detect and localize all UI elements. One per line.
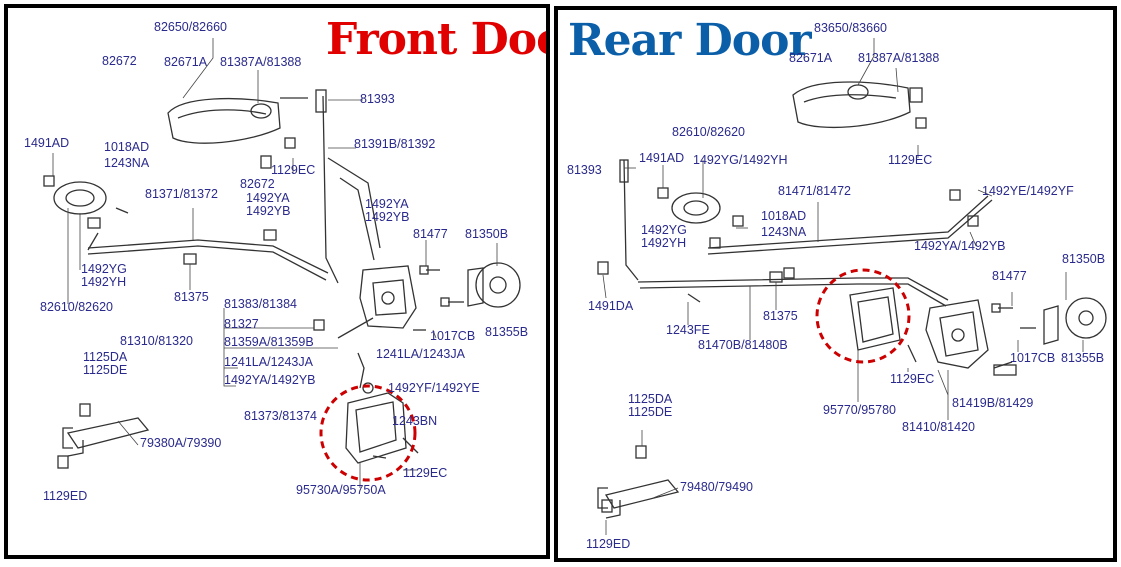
part-label: 81373/81374 (244, 409, 317, 423)
part-label: 1017CB (1010, 351, 1056, 365)
part-label: 82672 (102, 54, 137, 68)
part-label: 1492YG (81, 262, 127, 276)
part-label: 82650/82660 (154, 20, 227, 34)
part-label: 81383/81384 (224, 297, 297, 311)
part-label: 81310/81320 (120, 334, 193, 348)
part-label: 1491AD (24, 136, 70, 150)
rear-door-title: Rear Door (568, 15, 812, 66)
part-label: 1129ED (43, 489, 88, 503)
part-label: 1492YB (365, 210, 410, 224)
part-label: 79480/79490 (680, 480, 753, 494)
part-label: 81410/81420 (902, 420, 975, 434)
part-label: 82671A (789, 51, 833, 65)
part-label: 1492YA/1492YB (224, 373, 316, 387)
front-door-panel: Front Door 82650/82660 82672 82671A 8138… (4, 4, 550, 559)
part-label: 1492YF/1492YE (388, 381, 480, 395)
part-label: 1243FE (666, 323, 710, 337)
part-label: 1017CB (430, 329, 476, 343)
part-label: 82672 (240, 177, 275, 191)
part-label: 81327 (224, 317, 259, 331)
part-label: 81355B (485, 325, 529, 339)
part-label: 1492YG/1492YH (693, 153, 788, 167)
part-label: 1492YA (246, 191, 290, 205)
front-door-title: Front Door (326, 14, 546, 65)
part-label: 82671A (164, 55, 208, 69)
part-label: 1129EC (890, 372, 935, 386)
rear-door-parts-drawing (597, 38, 1107, 535)
part-label: 81387A/81388 (220, 55, 302, 69)
part-label: 82610/82620 (40, 300, 113, 314)
part-label: 1492YA (365, 197, 409, 211)
part-label: 1129EC (271, 163, 316, 177)
part-label: 1243BN (392, 414, 438, 428)
part-label: 1243NA (761, 225, 807, 239)
part-label: 1129EC (403, 466, 448, 480)
part-label: 81477 (413, 227, 448, 241)
part-label: 95770/95780 (823, 403, 896, 417)
part-label: 1018AD (761, 209, 807, 223)
part-label: 1492YE/1492YF (982, 184, 1074, 198)
part-label: 1491DA (588, 299, 634, 313)
part-label: 81391B/81392 (354, 137, 436, 151)
part-label: 81393 (567, 163, 602, 177)
rear-door-panel: Rear Door 83650/83660 82671A 81387A/8138… (554, 6, 1117, 562)
part-label: 83650/83660 (814, 21, 887, 35)
part-label: 81375 (763, 309, 798, 323)
part-label: 81393 (360, 92, 395, 106)
part-label: 81371/81372 (145, 187, 218, 201)
part-label: 1129EC (888, 153, 933, 167)
part-label: 81350B (465, 227, 509, 241)
part-label: 1125DA (628, 392, 673, 406)
part-label: 79380A/79390 (140, 436, 222, 450)
part-label: 82610/82620 (672, 125, 745, 139)
part-label: 81359A/81359B (224, 335, 314, 349)
part-label: 1129ED (586, 537, 631, 551)
part-label: 1243NA (104, 156, 150, 170)
part-label: 81419B/81429 (952, 396, 1034, 410)
rear-actuator-highlight-circle (815, 268, 911, 364)
part-label: 1492YH (641, 236, 687, 250)
part-label: 95730A/95750A (296, 483, 386, 497)
part-label: 81477 (992, 269, 1027, 283)
front-actuator-highlight-circle (319, 384, 417, 482)
part-label: 1492YA/1492YB (914, 239, 1006, 253)
part-label: 81350B (1062, 252, 1106, 266)
part-label: 81471/81472 (778, 184, 851, 198)
part-label: 81375 (174, 290, 209, 304)
part-label: 1492YB (246, 204, 291, 218)
part-label: 1241LA/1243JA (224, 355, 313, 369)
part-label: 1492YG (641, 223, 687, 237)
part-label: 1491AD (639, 151, 685, 165)
part-label: 81355B (1061, 351, 1105, 365)
part-label: 81470B/81480B (698, 338, 788, 352)
front-door-parts-drawing (43, 38, 521, 488)
part-label: 1125DA (83, 350, 128, 364)
part-label: 81387A/81388 (858, 51, 940, 65)
part-label: 1018AD (104, 140, 150, 154)
part-label: 1241LA/1243JA (376, 347, 465, 361)
part-label: 1125DE (83, 363, 128, 377)
part-label: 1492YH (81, 275, 127, 289)
part-label: 1125DE (628, 405, 673, 419)
